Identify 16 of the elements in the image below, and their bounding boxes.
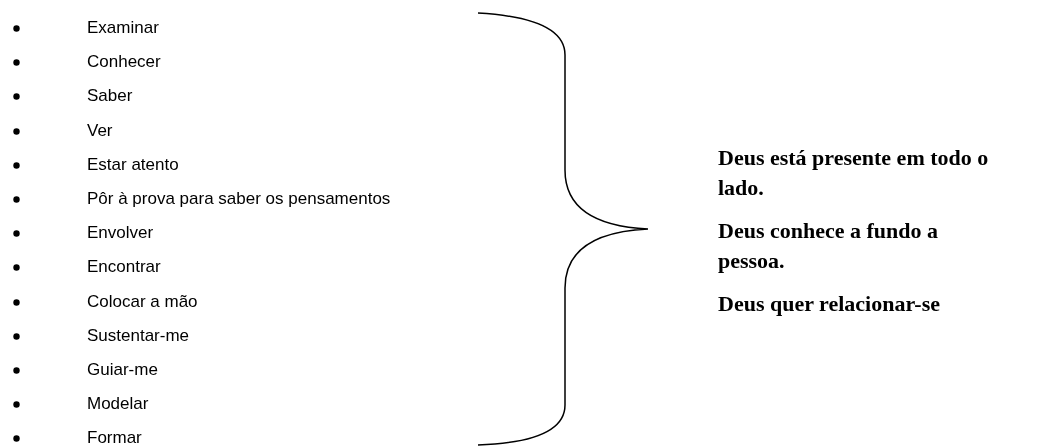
statement-text: Deus está presente em todo o lado.	[718, 144, 990, 202]
statement-text: Deus conhece a fundo a pessoa.	[718, 217, 939, 275]
list-item-text: Ver	[87, 119, 113, 142]
list-item-text: Sustentar-me	[87, 324, 190, 347]
list-item-text: Saber	[87, 85, 133, 108]
list-item-text: Modelar	[87, 393, 149, 416]
list-item-text: Examinar	[87, 17, 159, 39]
statement-text: Deus quer relacionar-se	[718, 290, 941, 318]
list-item-text: Pôr à prova para saber os pensamentos	[87, 188, 391, 210]
list-item-text: Conhecer	[87, 51, 161, 74]
list-item-text: Envolver	[87, 222, 154, 245]
list-item-text: Encontrar	[87, 256, 161, 279]
list-item-text: Estar atento	[87, 153, 179, 176]
list-item-text: Colocar a mão	[87, 290, 198, 313]
list-item-text: Guiar-me	[87, 359, 158, 381]
list-item-text: Formar	[87, 427, 142, 447]
